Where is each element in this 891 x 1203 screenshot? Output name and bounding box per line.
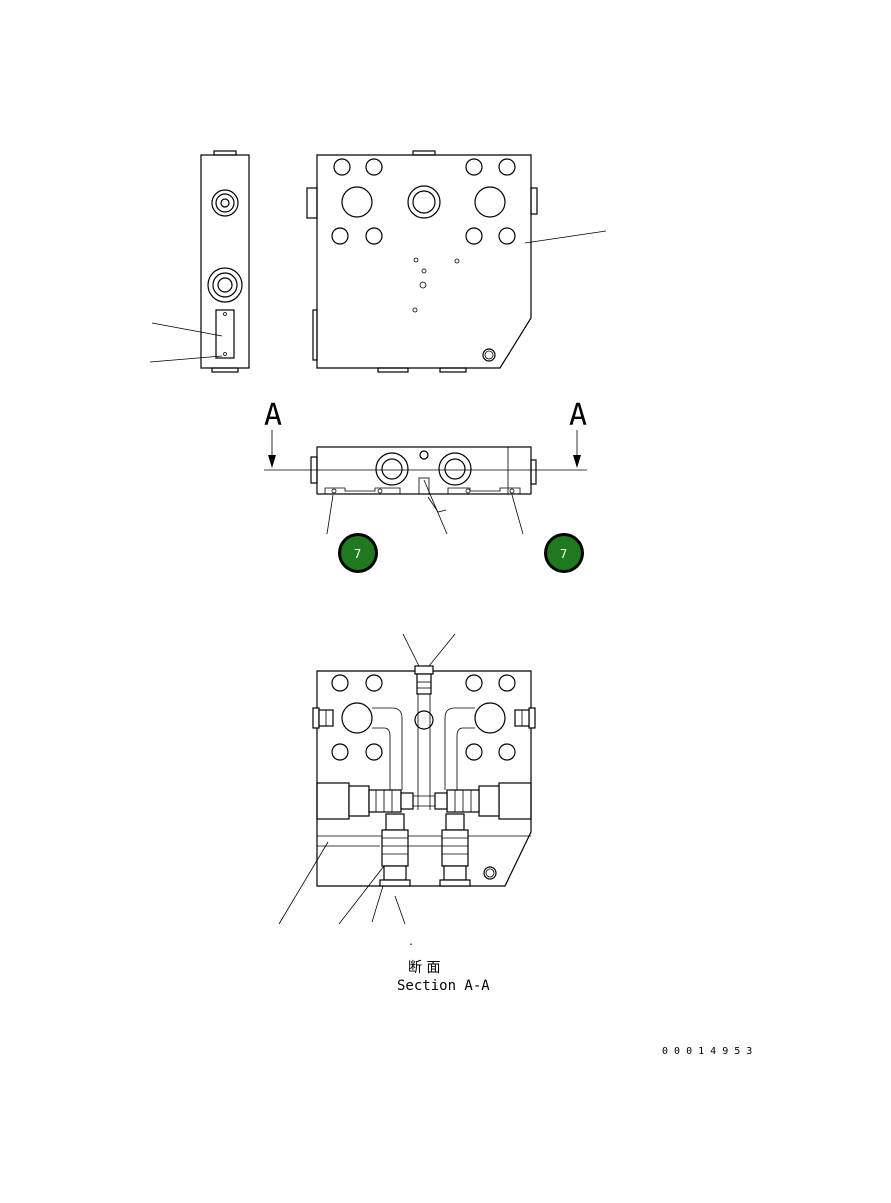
callout-left: 7 (338, 533, 378, 573)
section-marker-right: A (569, 398, 587, 433)
top-view (264, 430, 587, 535)
callout-right: 7 (544, 533, 584, 573)
section-title-jp: 断 面 (408, 960, 440, 976)
callout-left-label: 7 (354, 547, 361, 561)
drawing-number: 0 0 0 1 4 9 5 3 (662, 1046, 752, 1057)
callout-right-label: 7 (560, 547, 567, 561)
side-view (149, 150, 250, 373)
section-view (278, 633, 536, 925)
section-marker-left: A (264, 398, 282, 433)
section-title-en: Section A-A (397, 978, 490, 994)
callout-left-fill (341, 536, 375, 570)
dot-mark: . (408, 937, 414, 948)
callout-right-fill (547, 536, 581, 570)
front-view (306, 150, 607, 373)
